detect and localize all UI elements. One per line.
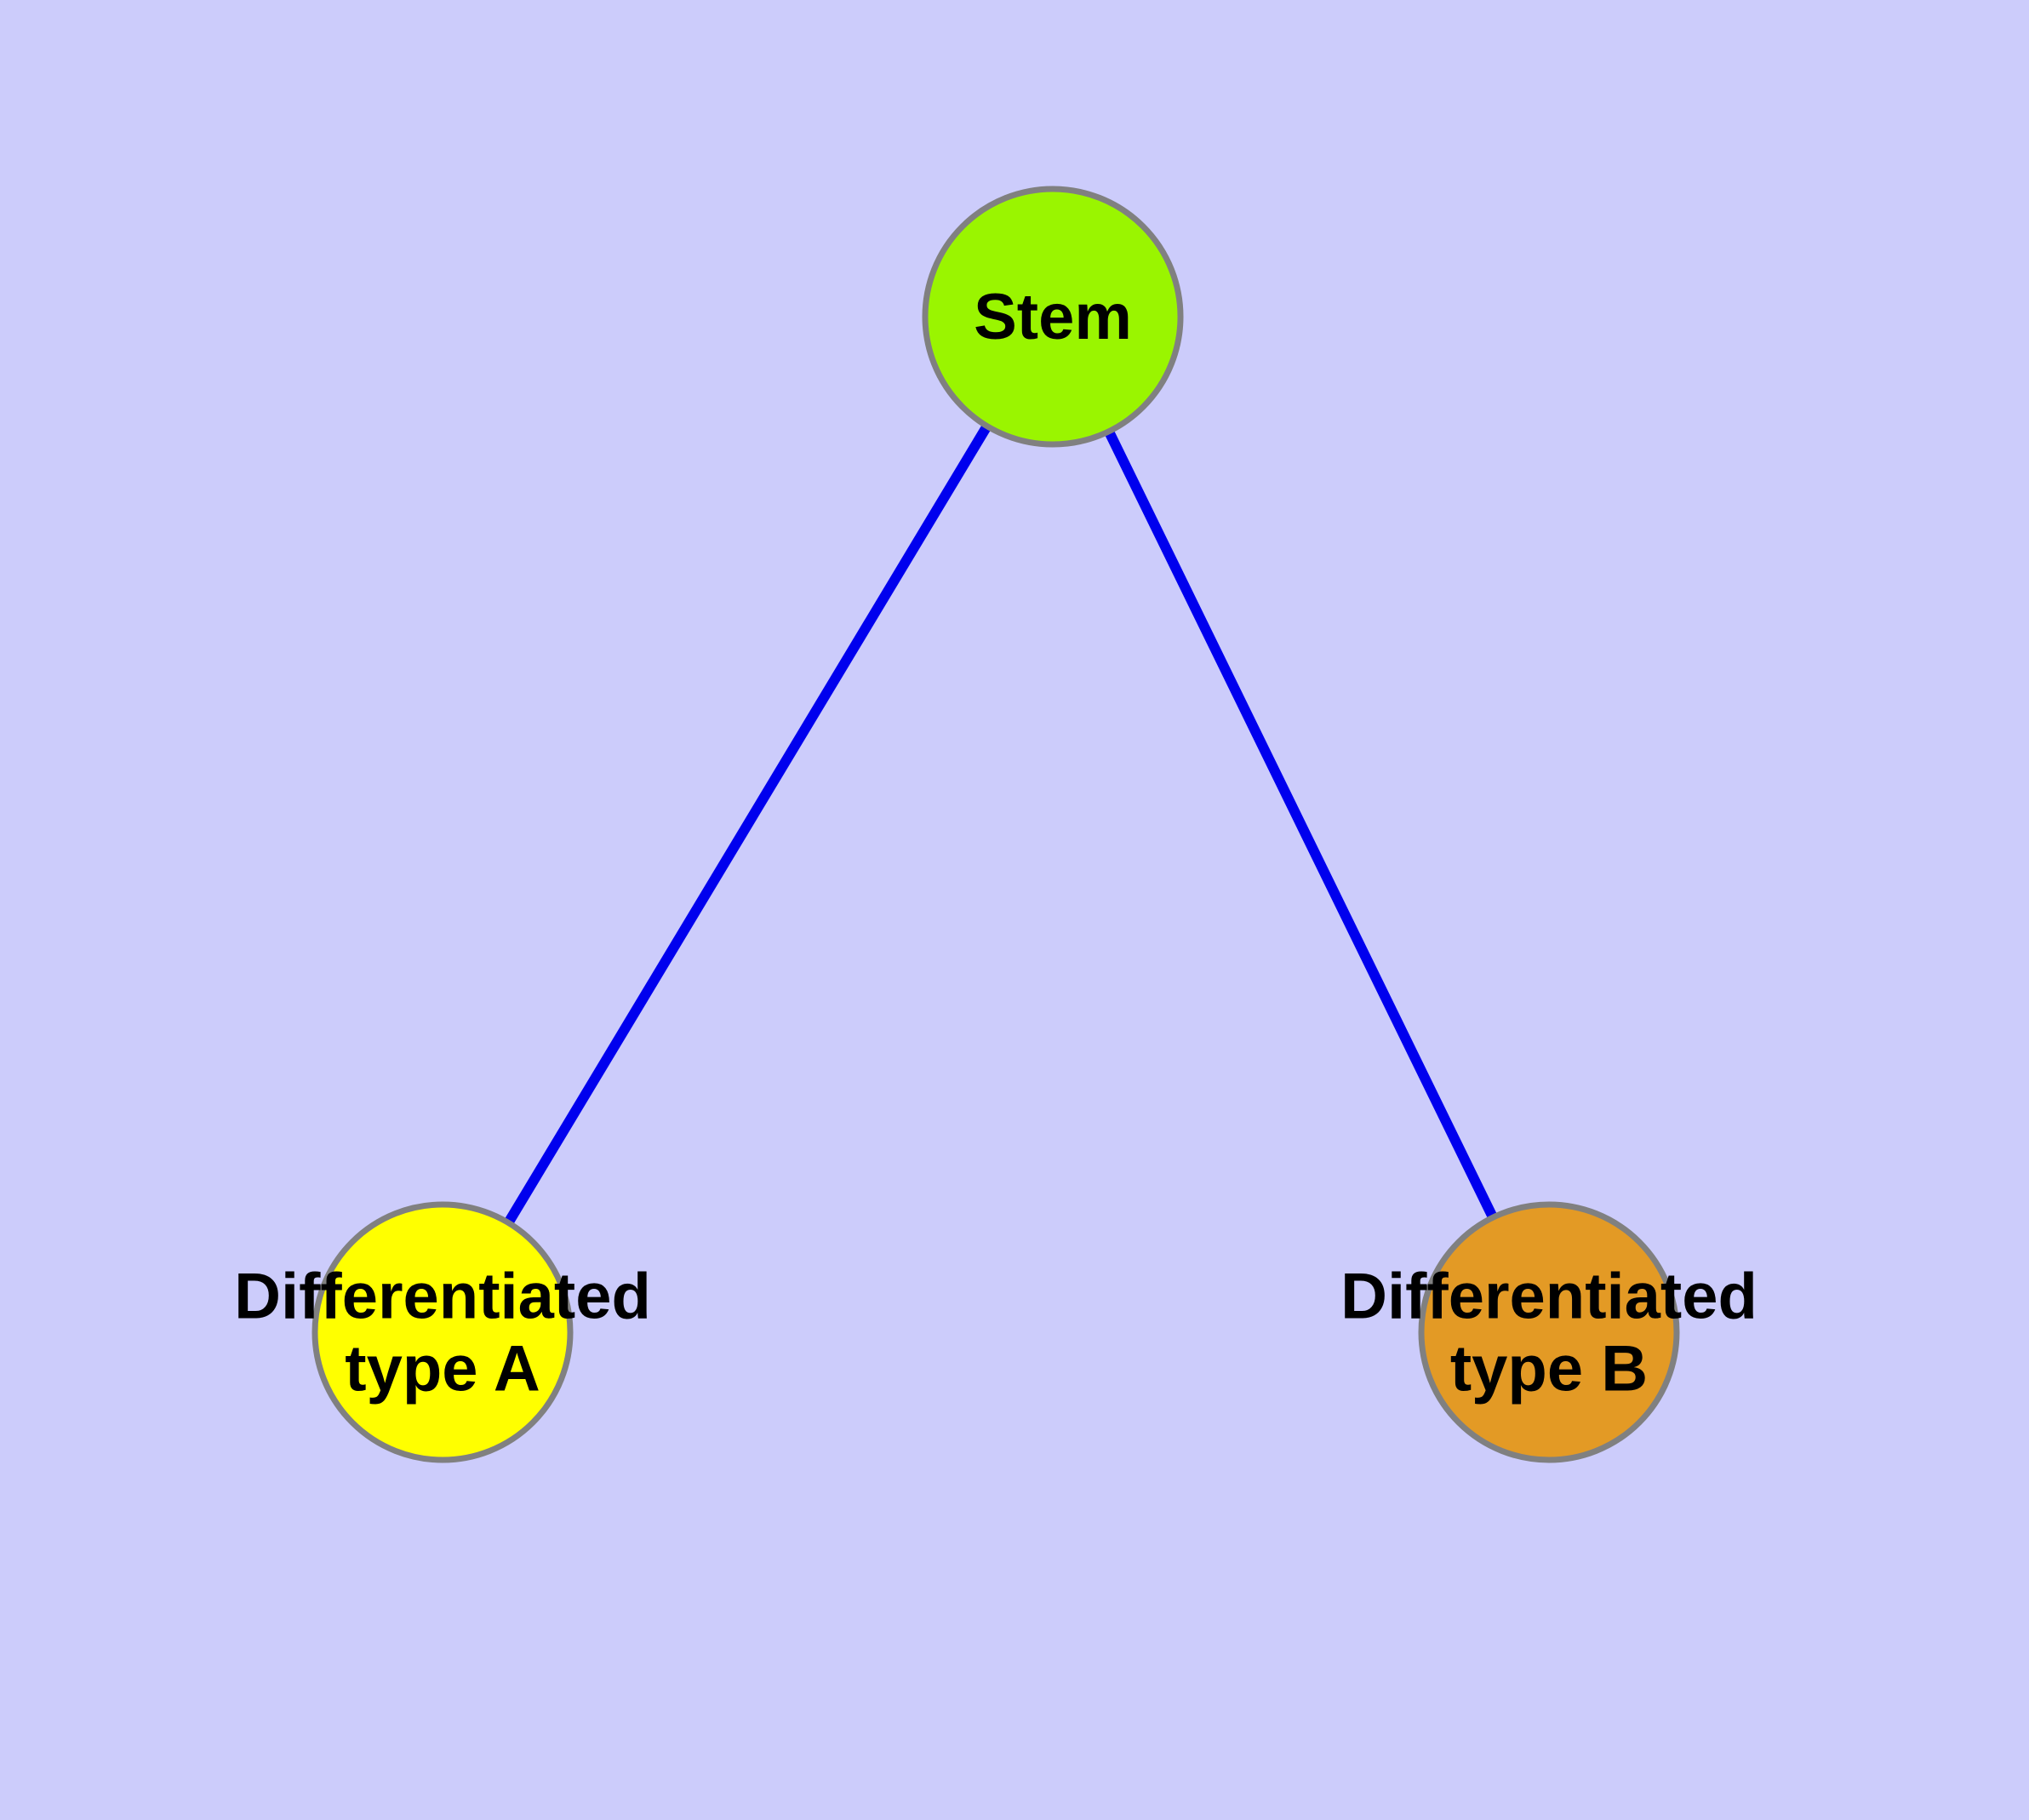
edge-stem-to-diff-b — [1103, 427, 1499, 1222]
node-stem[interactable] — [922, 186, 1184, 448]
node-label-stem: Stem — [974, 281, 1132, 353]
node-label-line: type A — [345, 1332, 540, 1405]
node-label-line: Differentiated — [1340, 1260, 1758, 1332]
node-label-line: Differentiated — [234, 1260, 651, 1332]
nodes-group — [311, 186, 1680, 1463]
node-diff-b[interactable] — [1418, 1201, 1680, 1463]
node-label-line: type B — [1450, 1332, 1648, 1405]
edge-stem-to-diff-a — [503, 421, 992, 1228]
node-diff-a[interactable] — [311, 1201, 574, 1463]
edges-group — [503, 421, 1499, 1228]
node-label-line: Stem — [974, 281, 1132, 353]
